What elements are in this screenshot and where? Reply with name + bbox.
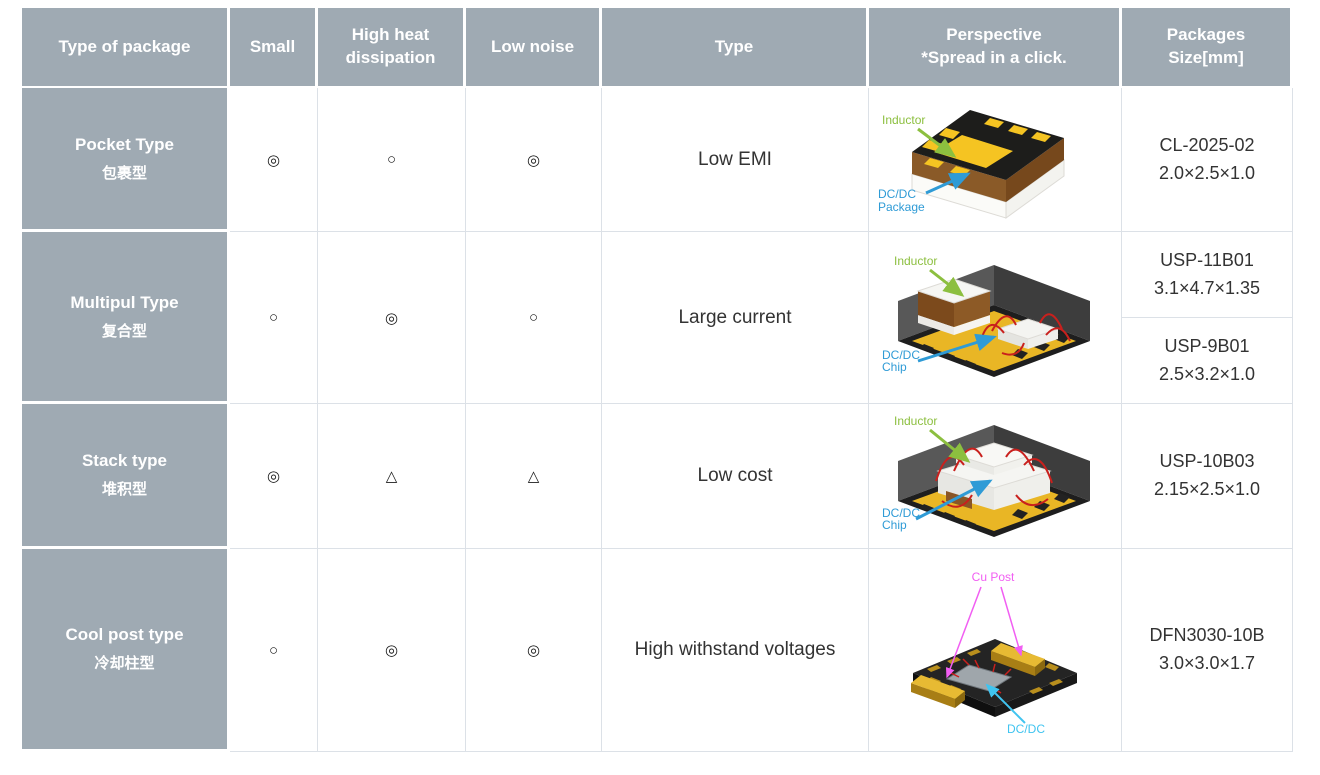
cell-small-rating: ◎ xyxy=(230,88,318,232)
row-label-cool-post-type: Cool post type 冷却柱型 xyxy=(22,549,230,752)
inductor-arrow xyxy=(929,428,971,463)
cell-perspective-stack[interactable]: Inductor DC/DC Chip xyxy=(869,404,1122,549)
cu-post-label: Cu Post xyxy=(972,570,1015,584)
size-model: CL-2025-02 xyxy=(1159,134,1255,155)
row-label-multipul-type: Multipul Type 复合型 xyxy=(22,232,230,404)
cell-heat-rating: △ xyxy=(318,404,466,549)
row-label-stack-type: Stack type 堆积型 xyxy=(22,404,230,549)
cell-size-cool-post: DFN3030-10B 3.0×3.0×1.7 xyxy=(1122,549,1293,752)
inductor-arrow xyxy=(928,268,964,297)
size-model: USP-10B03 xyxy=(1159,451,1255,472)
cell-heat-rating: ○ xyxy=(318,88,466,232)
dcdc-arrow xyxy=(925,172,971,194)
dcdc-label-line1: DC/DC xyxy=(882,506,920,520)
row-name-en: Stack type xyxy=(81,451,168,470)
inductor-label: Inductor xyxy=(894,254,937,268)
package-3d-stack xyxy=(898,425,1090,537)
size-dims: 2.5×3.2×1.0 xyxy=(1158,363,1256,384)
cell-perspective-multipul[interactable]: Inductor DC/DC Chip xyxy=(869,232,1122,404)
perspective-image-multipul-type[interactable]: Inductor DC/DC Chip xyxy=(878,243,1113,393)
package-3d-cool-post xyxy=(911,639,1077,717)
cell-perspective-pocket[interactable]: Inductor DC/DC Package xyxy=(869,88,1122,232)
perspective-image-cool-post-type[interactable]: Cu Post DC/DC xyxy=(875,561,1115,739)
size-dims: 2.0×2.5×1.0 xyxy=(1158,162,1256,183)
header-low-noise: Low noise xyxy=(466,8,602,88)
package-comparison-table: Type of package Small High heat dissipat… xyxy=(22,8,1293,752)
inductor-arrow xyxy=(917,127,957,158)
row-name-zh: 包裹型 xyxy=(101,164,147,182)
cell-type-feature: Large current xyxy=(602,232,869,404)
perspective-image-stack-type[interactable]: Inductor DC/DC Chip xyxy=(880,405,1110,547)
cell-type-feature: Low EMI xyxy=(602,88,869,232)
cell-type-feature: High withstand voltages xyxy=(602,549,869,752)
size-dims: 3.0×3.0×1.7 xyxy=(1158,653,1256,673)
row-name-zh: 堆积型 xyxy=(101,481,147,498)
cu-post-arrow-left xyxy=(945,586,982,679)
size-dims: 2.15×2.5×1.0 xyxy=(1153,479,1261,499)
cell-heat-rating: ◎ xyxy=(318,232,466,404)
dcdc-arrow xyxy=(917,333,997,362)
cu-post-arrow-right xyxy=(1000,586,1023,657)
row-name-zh: 复合型 xyxy=(101,322,147,340)
header-packages-size: Packages Size[mm] xyxy=(1122,8,1293,88)
dcdc-label-line2: Package xyxy=(878,200,925,214)
cell-perspective-cool-post[interactable]: Cu Post DC/DC xyxy=(869,549,1122,752)
header-high-heat-dissipation: High heat dissipation xyxy=(318,8,466,88)
header-small: Small xyxy=(230,8,318,88)
cell-size-multipul: USP-11B01 3.1×4.7×1.35 USP-9B01 2.5×3.2×… xyxy=(1122,232,1293,404)
cell-noise-rating: △ xyxy=(466,404,602,549)
cell-small-rating: ○ xyxy=(230,232,318,404)
cell-noise-rating: ◎ xyxy=(466,88,602,232)
inductor-label: Inductor xyxy=(894,414,937,428)
dcdc-arrow xyxy=(915,479,993,521)
cell-small-rating: ○ xyxy=(230,549,318,752)
cell-heat-rating: ◎ xyxy=(318,549,466,752)
dcdc-label-line2: Chip xyxy=(882,518,907,532)
size-variant-2: USP-9B01 2.5×3.2×1.0 xyxy=(1122,318,1292,403)
size-model: DFN3030-10B xyxy=(1149,625,1265,646)
cell-size-pocket: CL-2025-02 2.0×2.5×1.0 xyxy=(1122,88,1293,232)
package-3d-pocket xyxy=(911,109,1065,219)
size-variant-1: USP-11B01 3.1×4.7×1.35 xyxy=(1122,232,1292,318)
cell-noise-rating: ◎ xyxy=(466,549,602,752)
row-name-en: Cool post type xyxy=(65,625,184,644)
cell-size-stack: USP-10B03 2.15×2.5×1.0 xyxy=(1122,404,1293,549)
header-perspective: Perspective *Spread in a click. xyxy=(869,8,1122,88)
cell-type-feature: Low cost xyxy=(602,404,869,549)
perspective-image-pocket-type[interactable]: Inductor DC/DC Package xyxy=(870,94,1120,226)
dcdc-arrow xyxy=(985,683,1026,724)
package-3d-multipul xyxy=(897,264,1090,377)
row-label-pocket-type: Pocket Type 包裹型 xyxy=(22,88,230,232)
dcdc-label-line1: DC/DC xyxy=(1007,722,1045,736)
inductor-label: Inductor xyxy=(882,113,925,127)
row-name-en: Multipul Type xyxy=(70,292,179,312)
header-type: Type xyxy=(602,8,869,88)
size-model: USP-11B01 xyxy=(1160,249,1254,270)
size-model: USP-9B01 xyxy=(1164,335,1250,356)
header-type-of-package: Type of package xyxy=(22,8,230,88)
cell-small-rating: ◎ xyxy=(230,404,318,549)
size-dims: 3.1×4.7×1.35 xyxy=(1153,277,1261,298)
dcdc-label-line1: DC/DC xyxy=(882,348,920,362)
row-name-en: Pocket Type xyxy=(75,134,174,154)
row-name-zh: 冷却柱型 xyxy=(94,655,155,672)
dcdc-label-line2: Chip xyxy=(882,360,907,374)
dcdc-label-line1: DC/DC xyxy=(878,187,916,201)
cell-noise-rating: ○ xyxy=(466,232,602,404)
